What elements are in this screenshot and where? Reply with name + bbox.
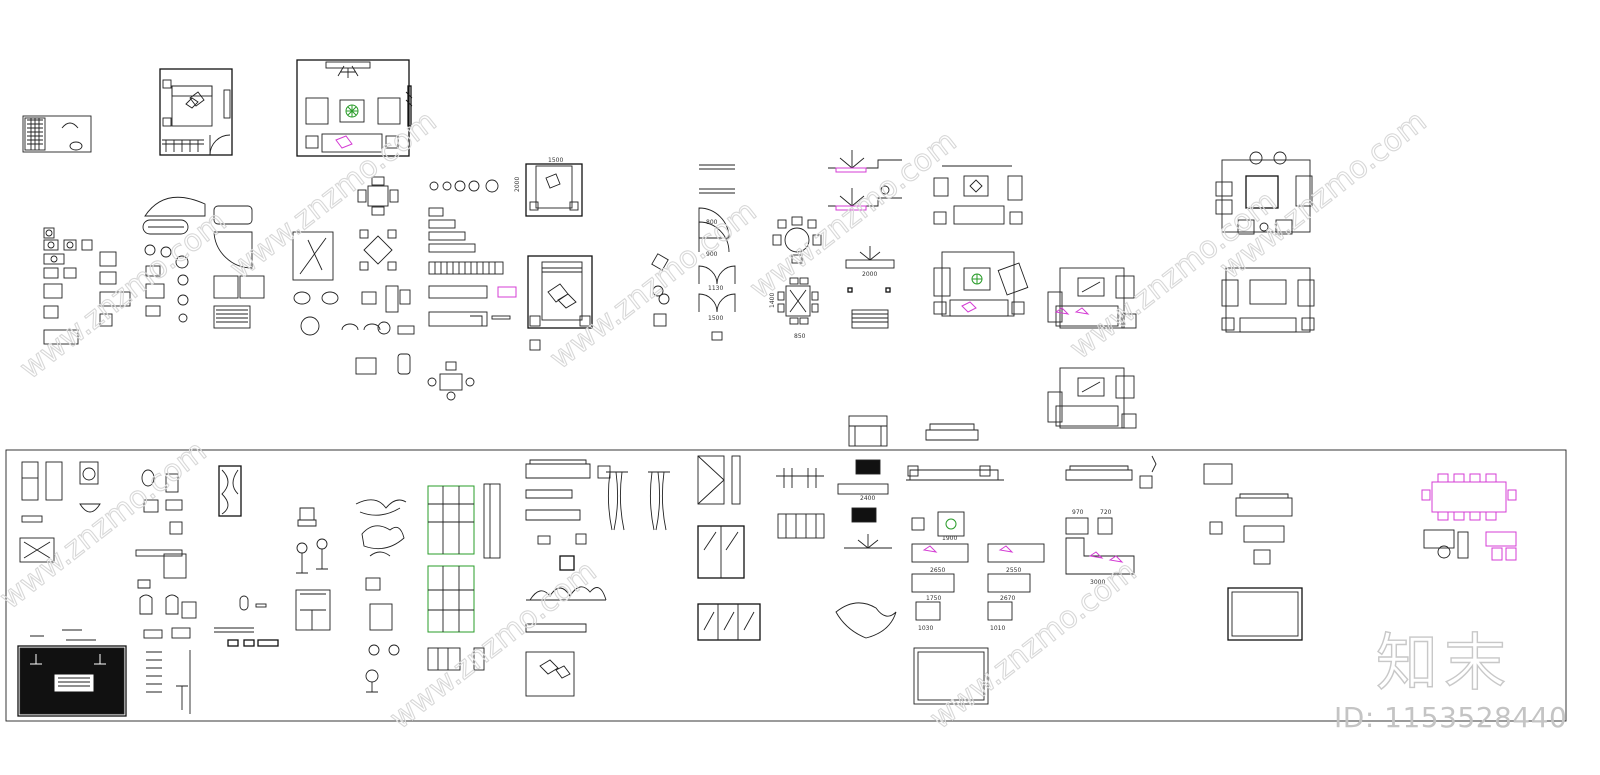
watermark-site-text: www.znzmo.com — [383, 554, 603, 736]
dim-sofa-1750: 1750 — [926, 595, 941, 602]
round-dining-table: 850 1400 — [769, 216, 822, 340]
image-id-label: ID: 1153528440 — [1334, 701, 1568, 734]
dim-door-900: 900 — [706, 251, 718, 258]
living-set-b — [933, 251, 1029, 317]
tv-cabinets: 2000 — [828, 150, 902, 329]
dim-sofa-3000: 3000 — [1090, 579, 1105, 586]
dim-door-1130: 1130 — [708, 285, 723, 292]
bathroom-elevations — [135, 469, 197, 714]
cabinet-door-elevation — [214, 465, 279, 647]
living-set-e — [1215, 151, 1313, 235]
single-bed-plan: 1500 2000 — [514, 157, 583, 217]
double-bed-plan — [527, 255, 593, 351]
dim-sofa-2650: 2650 — [930, 567, 945, 574]
bathroom-plan — [22, 115, 92, 153]
sofa-elevations: 1900 2650 2550 1750 2670 1030 1010 — [906, 465, 1045, 705]
living-set-a — [933, 165, 1023, 225]
right-furniture-group — [1203, 463, 1303, 641]
bathroom-fixtures — [43, 227, 131, 345]
dim-sofa-720: 720 — [1100, 509, 1112, 516]
wardrobe-elevations — [427, 483, 501, 671]
dim-table-850: 850 — [794, 333, 806, 340]
dim-sofa-1900: 1900 — [942, 535, 957, 542]
watermark-site-text: www.znzmo.com — [743, 124, 963, 306]
elevation-items-divider — [848, 415, 979, 447]
dining-set-elevations: 2400 — [776, 459, 897, 639]
dim-sofa-1030: 1030 — [918, 625, 933, 632]
dim-tv-2000: 2000 — [862, 271, 877, 278]
door-swing-column: 800 900 1130 1500 — [698, 164, 736, 341]
living-room-plan — [296, 59, 413, 157]
watermark-site-text: www.znzmo.com — [0, 434, 213, 616]
dim-bed-width: 1500 — [548, 157, 563, 164]
dim-door-1500: 1500 — [708, 315, 723, 322]
dim-sofa-2670: 2670 — [1000, 595, 1015, 602]
dim-tv-2400: 2400 — [860, 495, 875, 502]
curtains — [606, 471, 670, 531]
decor-branches — [355, 499, 407, 693]
dim-table-1400: 1400 — [769, 293, 776, 308]
dim-sofa-2550: 2550 — [1006, 567, 1021, 574]
dim-sofa-970: 970 — [1072, 509, 1084, 516]
living-set-d — [1047, 367, 1137, 429]
dim-sofa-1010: 1010 — [990, 625, 1005, 632]
brand-watermark: 知末 — [1375, 626, 1596, 738]
dining-tables — [292, 176, 475, 401]
appliances-elevations — [19, 461, 101, 563]
plants-and-cabinets — [428, 179, 517, 327]
conference-table — [1421, 473, 1517, 561]
lower-sheet-frame — [5, 449, 1567, 722]
living-set-c — [1047, 267, 1137, 329]
bed-elevations — [525, 459, 611, 697]
dim-bed-length: 2000 — [514, 177, 521, 192]
door-elevations — [697, 455, 761, 641]
sectional-sofa: 970 720 3000 — [1065, 455, 1157, 586]
wall-art-elevation — [17, 629, 127, 717]
chairs-stools — [295, 507, 331, 631]
living-set-f — [1221, 267, 1315, 333]
misc-symbols — [651, 253, 670, 327]
watermark-site-text: www.znzmo.com — [1063, 184, 1283, 366]
watermark-site-text: www.znzmo.com — [543, 194, 763, 376]
brand-logo-text: 知末 — [1375, 626, 1513, 699]
bathtub-group — [142, 196, 265, 329]
bedroom-plan — [159, 68, 233, 156]
watermark-site-text: www.znzmo.com — [923, 554, 1143, 736]
dim-door-800: 800 — [706, 219, 718, 226]
